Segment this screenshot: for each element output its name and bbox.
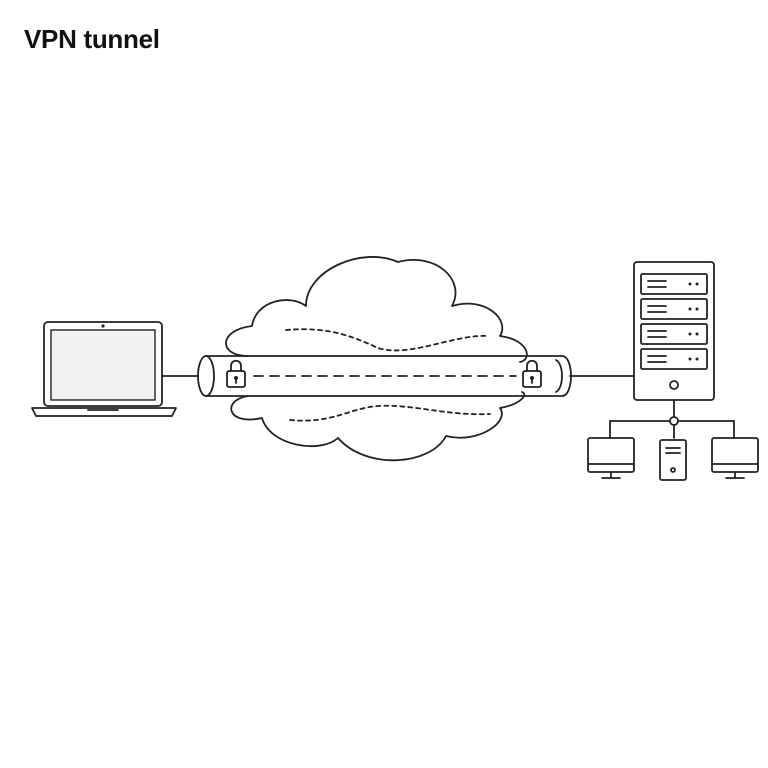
server-unit xyxy=(640,273,708,295)
tunnel-pipe-icon xyxy=(197,355,572,397)
network-tree xyxy=(609,399,735,439)
lock-icon xyxy=(226,359,246,388)
tower-pc-icon xyxy=(659,439,687,481)
power-button-icon xyxy=(669,380,679,390)
cloud-icon xyxy=(225,256,528,462)
lock-icon xyxy=(522,359,542,388)
page-title: VPN tunnel xyxy=(24,24,160,54)
monitor-icon xyxy=(587,437,635,479)
laptop-icon xyxy=(31,321,177,417)
server-unit xyxy=(640,348,708,370)
server-rack-icon xyxy=(633,261,715,401)
server-unit xyxy=(640,298,708,320)
server-unit xyxy=(640,323,708,345)
monitor-icon xyxy=(711,437,759,479)
